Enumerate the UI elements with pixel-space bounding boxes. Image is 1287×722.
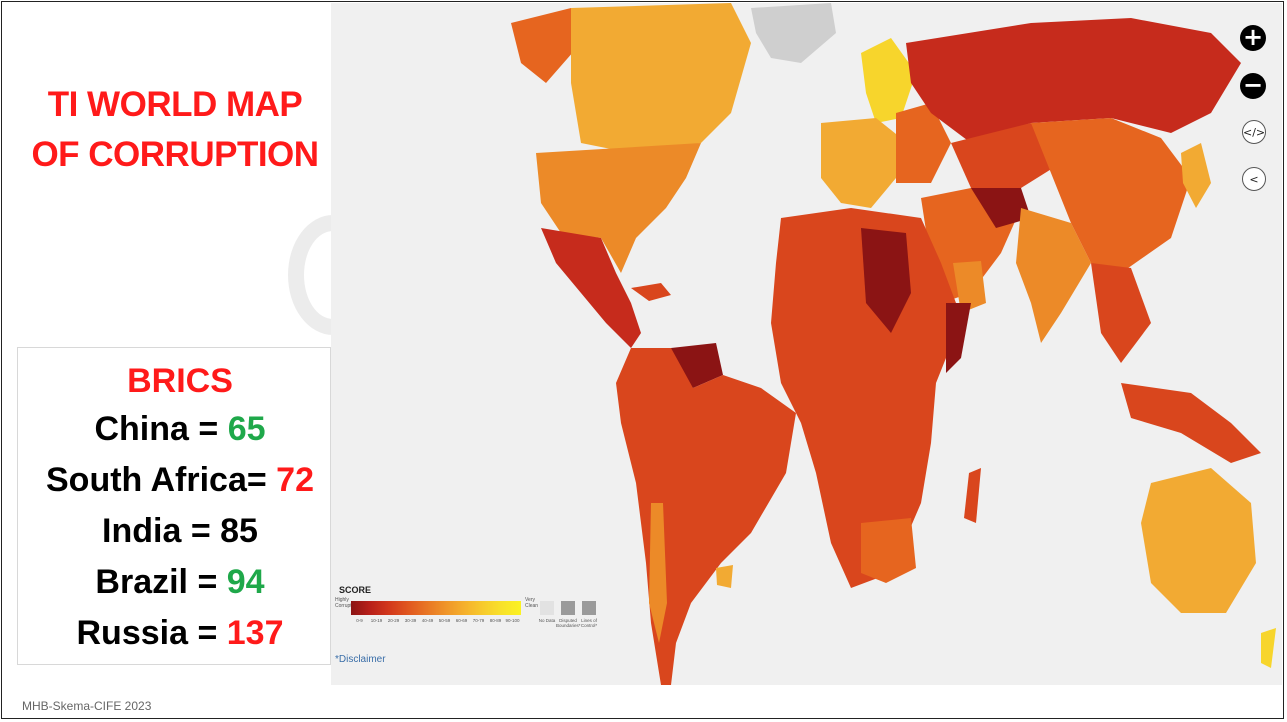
country-india[interactable] xyxy=(1016,208,1091,343)
brics-row-india: India = 85 xyxy=(0,512,360,551)
country-chile[interactable] xyxy=(649,503,667,643)
brics-row-russia: Russia = 137 xyxy=(0,614,360,653)
brics-row-south-africa: South Africa= 72 xyxy=(0,461,360,500)
country-label: Russia = xyxy=(76,614,227,652)
legend-tick: 60-69 xyxy=(455,618,468,623)
legend-low-end: Highly Corrupt xyxy=(335,597,352,609)
rank-value: 94 xyxy=(226,563,265,601)
legend-tick: 90-100 xyxy=(505,618,520,623)
rank-value: 65 xyxy=(227,410,266,448)
title-line-1: TI WORLD MAP xyxy=(47,85,303,124)
country-mexico-central-america[interactable] xyxy=(541,228,641,348)
caribbean[interactable] xyxy=(631,283,671,301)
country-afghanistan-iran[interactable] xyxy=(971,188,1031,228)
legend-swatch-label: Disputed Boundaries* xyxy=(556,618,581,628)
legend-color-bar xyxy=(351,601,521,615)
legend-ticks: 0-9 10-19 20-29 30-39 40-49 50-59 60-69 … xyxy=(351,618,521,626)
country-madagascar[interactable] xyxy=(964,468,981,523)
country-label: China = xyxy=(94,410,228,448)
country-greenland[interactable] xyxy=(751,3,836,63)
brics-box xyxy=(17,347,331,665)
slide-title: TI WORLD MAP OF CORRUPTION xyxy=(20,80,330,180)
legend-swatch-no-data xyxy=(540,601,554,615)
rank-value: 85 xyxy=(220,512,258,550)
legend-swatch-label: No Data xyxy=(538,618,556,623)
legend-title: SCORE xyxy=(339,585,372,595)
title-line-2: OF CORRUPTION xyxy=(31,135,319,174)
legend-tick: 30-39 xyxy=(404,618,417,623)
disclaimer-link[interactable]: *Disclaimer xyxy=(335,654,386,665)
country-usa-alaska[interactable] xyxy=(511,8,581,83)
brics-heading: BRICS xyxy=(127,362,233,400)
region-eastern-europe[interactable] xyxy=(896,103,951,183)
country-south-africa[interactable] xyxy=(861,518,916,583)
region-southeast-asia[interactable] xyxy=(1091,263,1151,363)
rank-value: 137 xyxy=(226,614,284,652)
country-usa[interactable] xyxy=(536,143,701,273)
legend-swatch-label: Lines of Control* xyxy=(580,618,598,628)
brics-row-brazil: Brazil = 94 xyxy=(0,563,360,602)
region-western-europe[interactable] xyxy=(821,118,901,208)
country-saudi-gulf[interactable] xyxy=(953,261,986,313)
country-japan[interactable] xyxy=(1181,143,1211,208)
rank-value: 72 xyxy=(276,461,314,499)
legend-tick: 10-19 xyxy=(370,618,383,623)
continent-africa[interactable] xyxy=(771,208,956,588)
country-scandinavia[interactable] xyxy=(861,38,916,123)
country-label: India = xyxy=(102,512,221,550)
country-somalia[interactable] xyxy=(946,303,971,373)
legend-tick: 0-9 xyxy=(356,618,363,623)
world-map-panel[interactable]: + − </> < SCORE Highly Corrupt Very Clea… xyxy=(331,3,1282,685)
legend-tick: 70-79 xyxy=(472,618,485,623)
zoom-in-button[interactable]: + xyxy=(1240,25,1266,51)
zoom-out-button[interactable]: − xyxy=(1240,73,1266,99)
country-australia[interactable] xyxy=(1141,468,1256,613)
embed-button[interactable]: </> xyxy=(1242,120,1266,144)
country-label: South Africa= xyxy=(46,461,277,499)
country-russia[interactable] xyxy=(906,18,1241,143)
brics-row-china: China = 65 xyxy=(0,410,360,449)
legend-swatch-disputed xyxy=(561,601,575,615)
share-button[interactable]: < xyxy=(1242,167,1266,191)
legend-tick: 40-49 xyxy=(421,618,434,623)
country-uruguay[interactable] xyxy=(716,565,733,588)
country-canada[interactable] xyxy=(571,3,751,153)
map-legend: SCORE Highly Corrupt Very Clean 0-9 10-1… xyxy=(335,585,600,645)
world-map[interactable] xyxy=(331,3,1282,685)
country-label: Brazil = xyxy=(95,563,227,601)
legend-swatch-lines-of-control xyxy=(582,601,596,615)
country-indonesia[interactable] xyxy=(1121,383,1261,463)
legend-tick: 50-59 xyxy=(438,618,451,623)
legend-tick: 80-89 xyxy=(489,618,502,623)
country-china[interactable] xyxy=(1031,118,1191,273)
country-libya-sudan[interactable] xyxy=(861,228,911,333)
country-new-zealand[interactable] xyxy=(1261,628,1276,668)
slide-footer: MHB-Skema-CIFE 2023 xyxy=(22,699,152,713)
region-central-asia[interactable] xyxy=(951,123,1061,188)
legend-tick: 20-29 xyxy=(387,618,400,623)
legend-high-end: Very Clean xyxy=(525,597,539,609)
